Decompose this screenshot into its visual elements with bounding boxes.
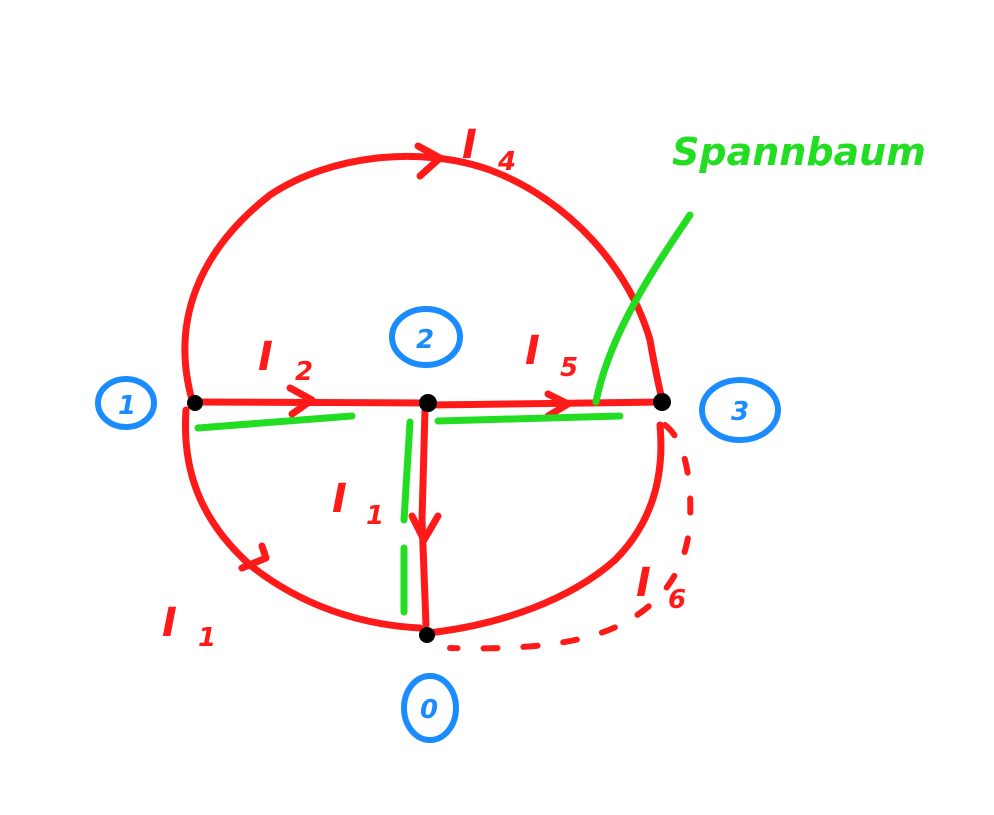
current-label-i1-lower: I xyxy=(162,600,177,646)
current-sub-i5: 5 xyxy=(560,353,578,383)
node-dot-1 xyxy=(187,395,203,411)
node-dot-3 xyxy=(653,393,671,411)
node-dot-0 xyxy=(419,627,435,643)
tree-edge-1-2 xyxy=(194,412,356,432)
current-label-i6: I xyxy=(636,560,651,606)
tree-edge-2-0-upper xyxy=(400,418,414,524)
current-sub-i1-lower: 1 xyxy=(198,623,216,653)
node-ring-1 xyxy=(95,376,157,430)
current-label-i4: I xyxy=(462,122,477,168)
branch-i6-dashed xyxy=(447,422,694,652)
arrow-i2 xyxy=(286,384,316,418)
current-sub-i4: 4 xyxy=(497,147,516,177)
node-dot-2 xyxy=(419,394,437,412)
node-ring-2 xyxy=(389,306,463,368)
branch-i1-vertical xyxy=(418,406,430,629)
arrow-i5 xyxy=(544,390,572,420)
arrow-i1-lower xyxy=(238,542,270,572)
branch-i5 xyxy=(426,398,666,409)
arrow-i4 xyxy=(414,142,444,180)
current-sub-i1-vertical: 1 xyxy=(366,501,384,531)
tree-edge-2-3 xyxy=(434,412,624,425)
current-label-i5: I xyxy=(525,328,540,374)
branch-i1-lower xyxy=(181,406,424,632)
node-ring-0 xyxy=(401,673,459,743)
current-sub-i2: 2 xyxy=(295,357,313,387)
current-label-i2: I xyxy=(258,334,273,380)
node-label-0: 0 xyxy=(420,695,438,725)
node-label-2: 2 xyxy=(416,325,434,355)
current-sub-i6: 6 xyxy=(668,585,686,615)
annotation-pointer xyxy=(592,211,694,406)
node-label-1: 1 xyxy=(118,391,136,421)
spanning-tree-annotation: Spannbaum xyxy=(672,130,926,174)
node-label-3: 3 xyxy=(731,397,749,427)
current-label-i1-vertical: I xyxy=(332,476,347,522)
branch-lower-right xyxy=(424,421,665,637)
node-ring-3 xyxy=(699,377,781,443)
arrow-i1-vertical xyxy=(408,512,442,544)
branch-i4 xyxy=(181,152,666,404)
